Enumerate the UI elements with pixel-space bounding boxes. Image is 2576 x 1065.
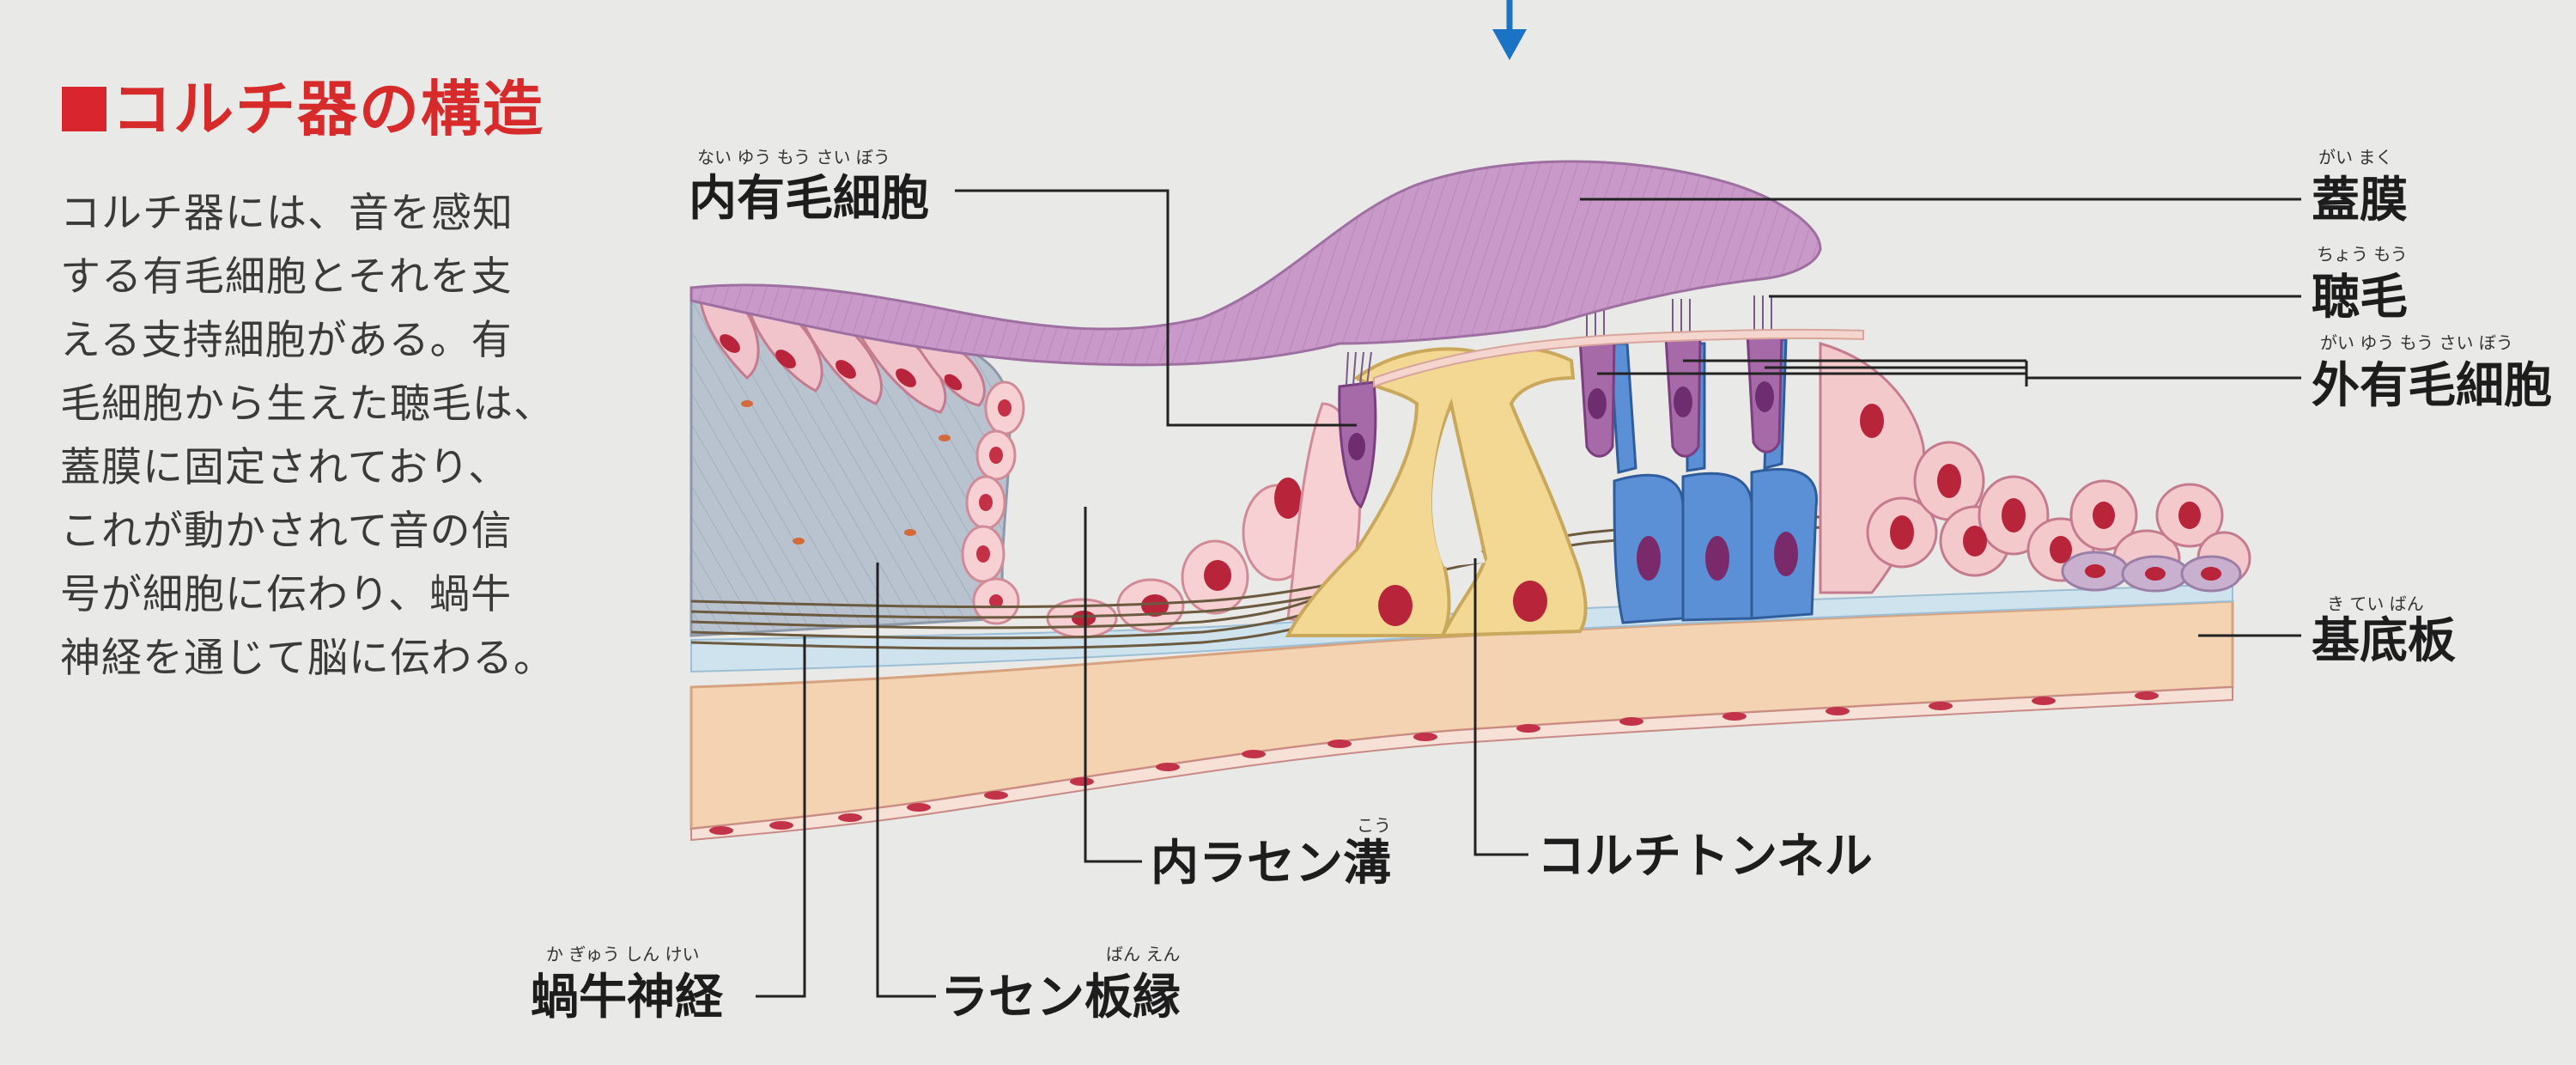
label-tectorial-membrane: がい まく 蓋膜 [2312,147,2408,228]
description-line: 蓋膜に固定されており、 [60,444,510,491]
leader-lines [756,189,2301,998]
description-line: する有毛細胞とそれを支 [60,253,513,301]
hensen-nuclei [1860,404,2221,581]
ruby-inner-hair-cell: ない ゆう もう さい ぼう [697,147,890,167]
ruby-cochlear-nerve: か ぎゅう しん けい [546,944,699,965]
leader-tunnel-of-corti [1473,558,1528,856]
description-line: える支持細胞がある。有 [60,317,513,364]
text-basilar-membrane: 基底板 [2312,613,2456,669]
title-square-icon [62,87,106,131]
text-inner-hair-cell: 内有毛細胞 [689,171,929,227]
deiters-nuclei [1637,532,1798,581]
ruby-stereocilia: ちょう もう [2317,244,2408,265]
text-tectorial-membrane: 蓋膜 [2312,173,2408,228]
section-title: コルチ器の構造 [62,79,544,139]
ruby-spiral-limbus: ばん えん [1106,944,1180,965]
description-line: コルチ器には、音を感知 [60,190,513,237]
deiters-cells [1608,338,1819,624]
text-spiral-limbus: ラセン板縁 [940,970,1181,1025]
ruby-tectorial-membrane: がい まく [2318,147,2392,167]
text-cochlear-nerve: 蝸牛神経 [531,970,724,1025]
label-inner-spiral-sulcus: こう 内ラセン溝 [1151,815,1391,892]
text-tunnel-of-corti: コルチトンネル [1537,829,1873,885]
text-inner-spiral-sulcus: 内ラセン溝 [1151,836,1391,892]
ruby-basilar-membrane: き てい ばん [2327,593,2424,614]
hensen-cells [1819,342,2251,594]
reticular-lamina [1373,328,1864,388]
leader-cochlear-nerve [756,636,806,998]
inner-sulcus-nuclei [976,399,1012,608]
label-tunnel-of-corti: コルチトンネル [1537,829,1873,885]
label-basilar-membrane: き てい ばん 基底板 [2312,593,2456,669]
interdental-cells [698,295,986,414]
leader-inner-spiral-sulcus [1084,507,1142,863]
down-arrow-icon [1492,0,1527,60]
pillar-cells [1285,345,1588,638]
description-line: これが動かされて音の信 [60,508,513,555]
description-line: 号が細胞に伝わり、蝸牛 [60,571,513,618]
label-spiral-limbus: ばん えん ラセン板縁 [940,944,1181,1025]
outer-hair-cell-nuclei [1588,381,1774,419]
ruby-outer-hair-cell: がい ゆう もう さい ぼう [2320,332,2513,353]
label-inner-hair-cell: ない ゆう もう さい ぼう 内有毛細胞 [689,147,929,227]
label-cochlear-nerve: か ぎゅう しん けい 蝸牛神経 [531,944,724,1025]
bottom-cell-layer [690,685,2233,842]
interdental-nuclei [720,334,963,391]
inner-stereocilia [1346,351,1372,386]
inner-hair-cell-nucleus [1348,433,1365,460]
label-outer-hair-cell: がい ゆう もう さい ぼう 外有毛細胞 [2312,332,2552,414]
text-outer-hair-cell: 外有毛細胞 [2312,358,2552,414]
limbus-dots [741,400,951,545]
ruby-inner-spiral-sulcus: こう [1357,815,1391,836]
tunnel-of-corti-space [1431,412,1485,567]
bottom-cell-nuclei [709,691,2159,835]
description-line: 毛細胞から生えた聴毛は、 [60,380,555,428]
text-stereocilia: 聴毛 [2312,270,2408,326]
title-text: コルチ器の構造 [112,74,544,144]
description-line: 神経を通じて脳に伝わる。 [60,635,555,682]
leader-inner-hair-cell [955,189,1357,427]
label-stereocilia: ちょう もう 聴毛 [2312,244,2408,326]
leader-spiral-limbus [876,563,936,998]
tectorial-fibers [691,161,1820,365]
leader-outer-hair-cell-branch [1597,361,2028,386]
pillar-nuclei [1378,581,1547,626]
sulcus-floor-nuclei [1072,478,1302,626]
description-text: コルチ器には、音を感知 する有毛細胞とそれを支 える支持細胞がある。有 毛細胞か… [60,182,610,691]
